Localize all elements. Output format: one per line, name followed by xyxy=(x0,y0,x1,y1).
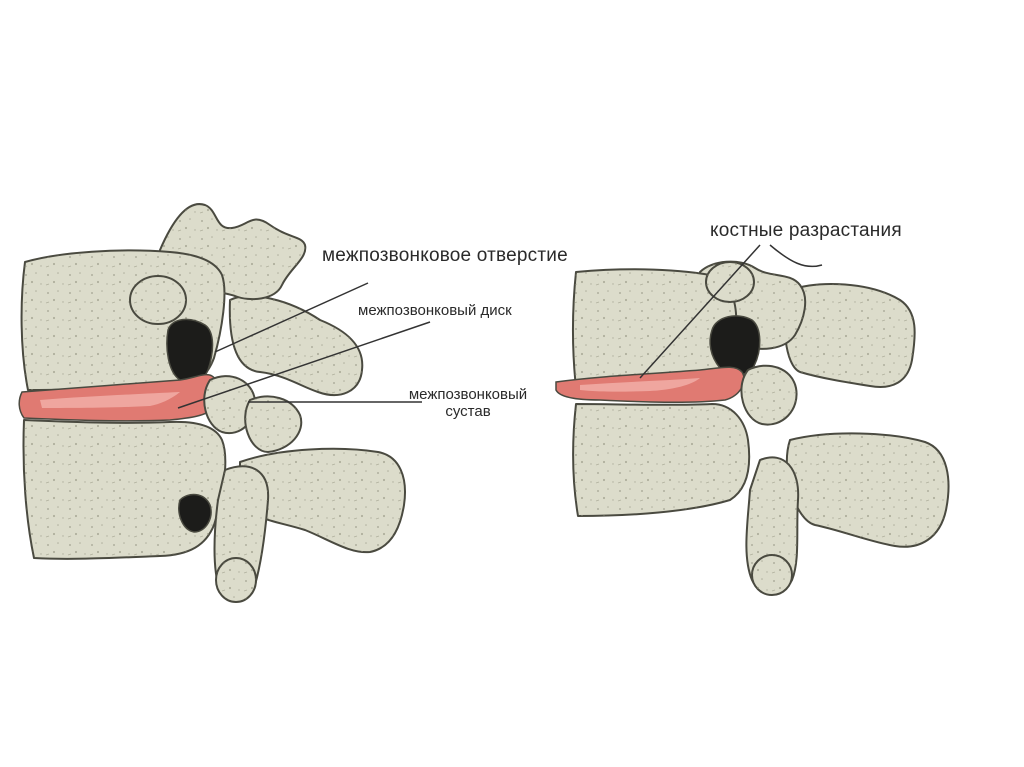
upper-pedicle-texture xyxy=(130,276,186,324)
lower-spinous-process-texture xyxy=(240,448,405,553)
disc-highlight xyxy=(40,392,180,408)
lower-foramen-hole xyxy=(178,493,212,533)
label-intervertebral-foramen: межпозвонковое отверстие xyxy=(322,245,568,266)
r-lower-spinous-process-texture xyxy=(786,433,949,547)
facet-joint-2-texture xyxy=(245,396,302,452)
r-upper-vertebral-body-texture xyxy=(573,269,737,388)
leader-osteophytes-2 xyxy=(769,244,823,268)
healthy-vertebrae xyxy=(18,203,406,603)
degenerated-vertebrae xyxy=(555,260,950,596)
lower-articular-knob-texture xyxy=(216,558,256,602)
r-lower-vertebral-body-texture xyxy=(573,404,750,516)
r-foramen-hole xyxy=(709,315,761,376)
upper-spinous-process-texture xyxy=(229,296,363,396)
foramen-hole xyxy=(166,318,214,383)
leader-disc xyxy=(177,321,431,409)
label-joint-line1: межпозвонковый xyxy=(408,386,528,403)
r-lower-articular-knob-texture xyxy=(752,555,792,595)
label-intervertebral-joint: межпозвонковый сустав xyxy=(388,386,548,421)
lower-vertebral-body-texture xyxy=(23,420,226,559)
label-intervertebral-disc: межпозвонковый диск xyxy=(358,302,512,319)
leader-foramen xyxy=(214,282,369,353)
r-facet-joint-texture xyxy=(741,365,797,425)
leader-lines xyxy=(177,244,823,409)
label-joint-line2: сустав xyxy=(445,403,491,421)
facet-joint-texture xyxy=(204,376,256,434)
label-osteophytes: костные разрастания xyxy=(710,220,902,241)
leader-osteophytes-1 xyxy=(639,244,761,379)
r-disc-highlight xyxy=(580,378,700,392)
r-upper-spinous-process-texture xyxy=(784,284,915,387)
